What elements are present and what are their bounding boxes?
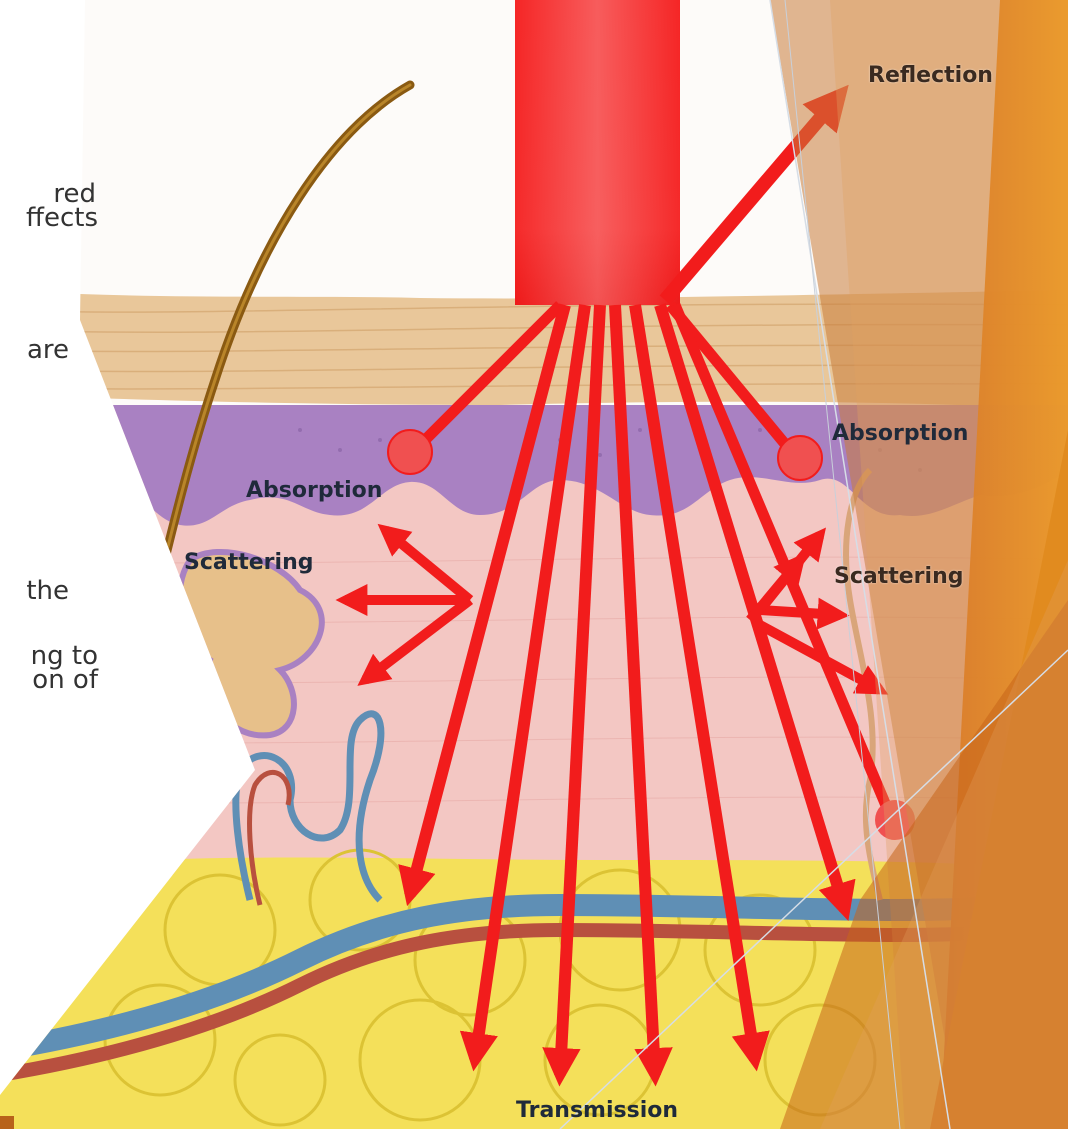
- label-absorption-right: Absorption: [832, 421, 968, 446]
- label-reflection: Reflection: [868, 63, 993, 88]
- absorption-point-right: [778, 436, 822, 480]
- bullet-text-fragment: are: [27, 339, 69, 362]
- bullet-text-fragment: ffects: [26, 207, 98, 230]
- label-scattering-left: Scattering: [184, 550, 314, 575]
- slide-corner-tab: [0, 1116, 14, 1129]
- label-transmission: Transmission: [516, 1098, 678, 1123]
- bullet-text-fragment: the: [26, 580, 69, 603]
- absorption-point-left: [388, 430, 432, 474]
- label-absorption-left: Absorption: [246, 478, 382, 503]
- bullet-text-fragment: on of: [32, 669, 98, 692]
- label-scattering-right: Scattering: [834, 564, 964, 589]
